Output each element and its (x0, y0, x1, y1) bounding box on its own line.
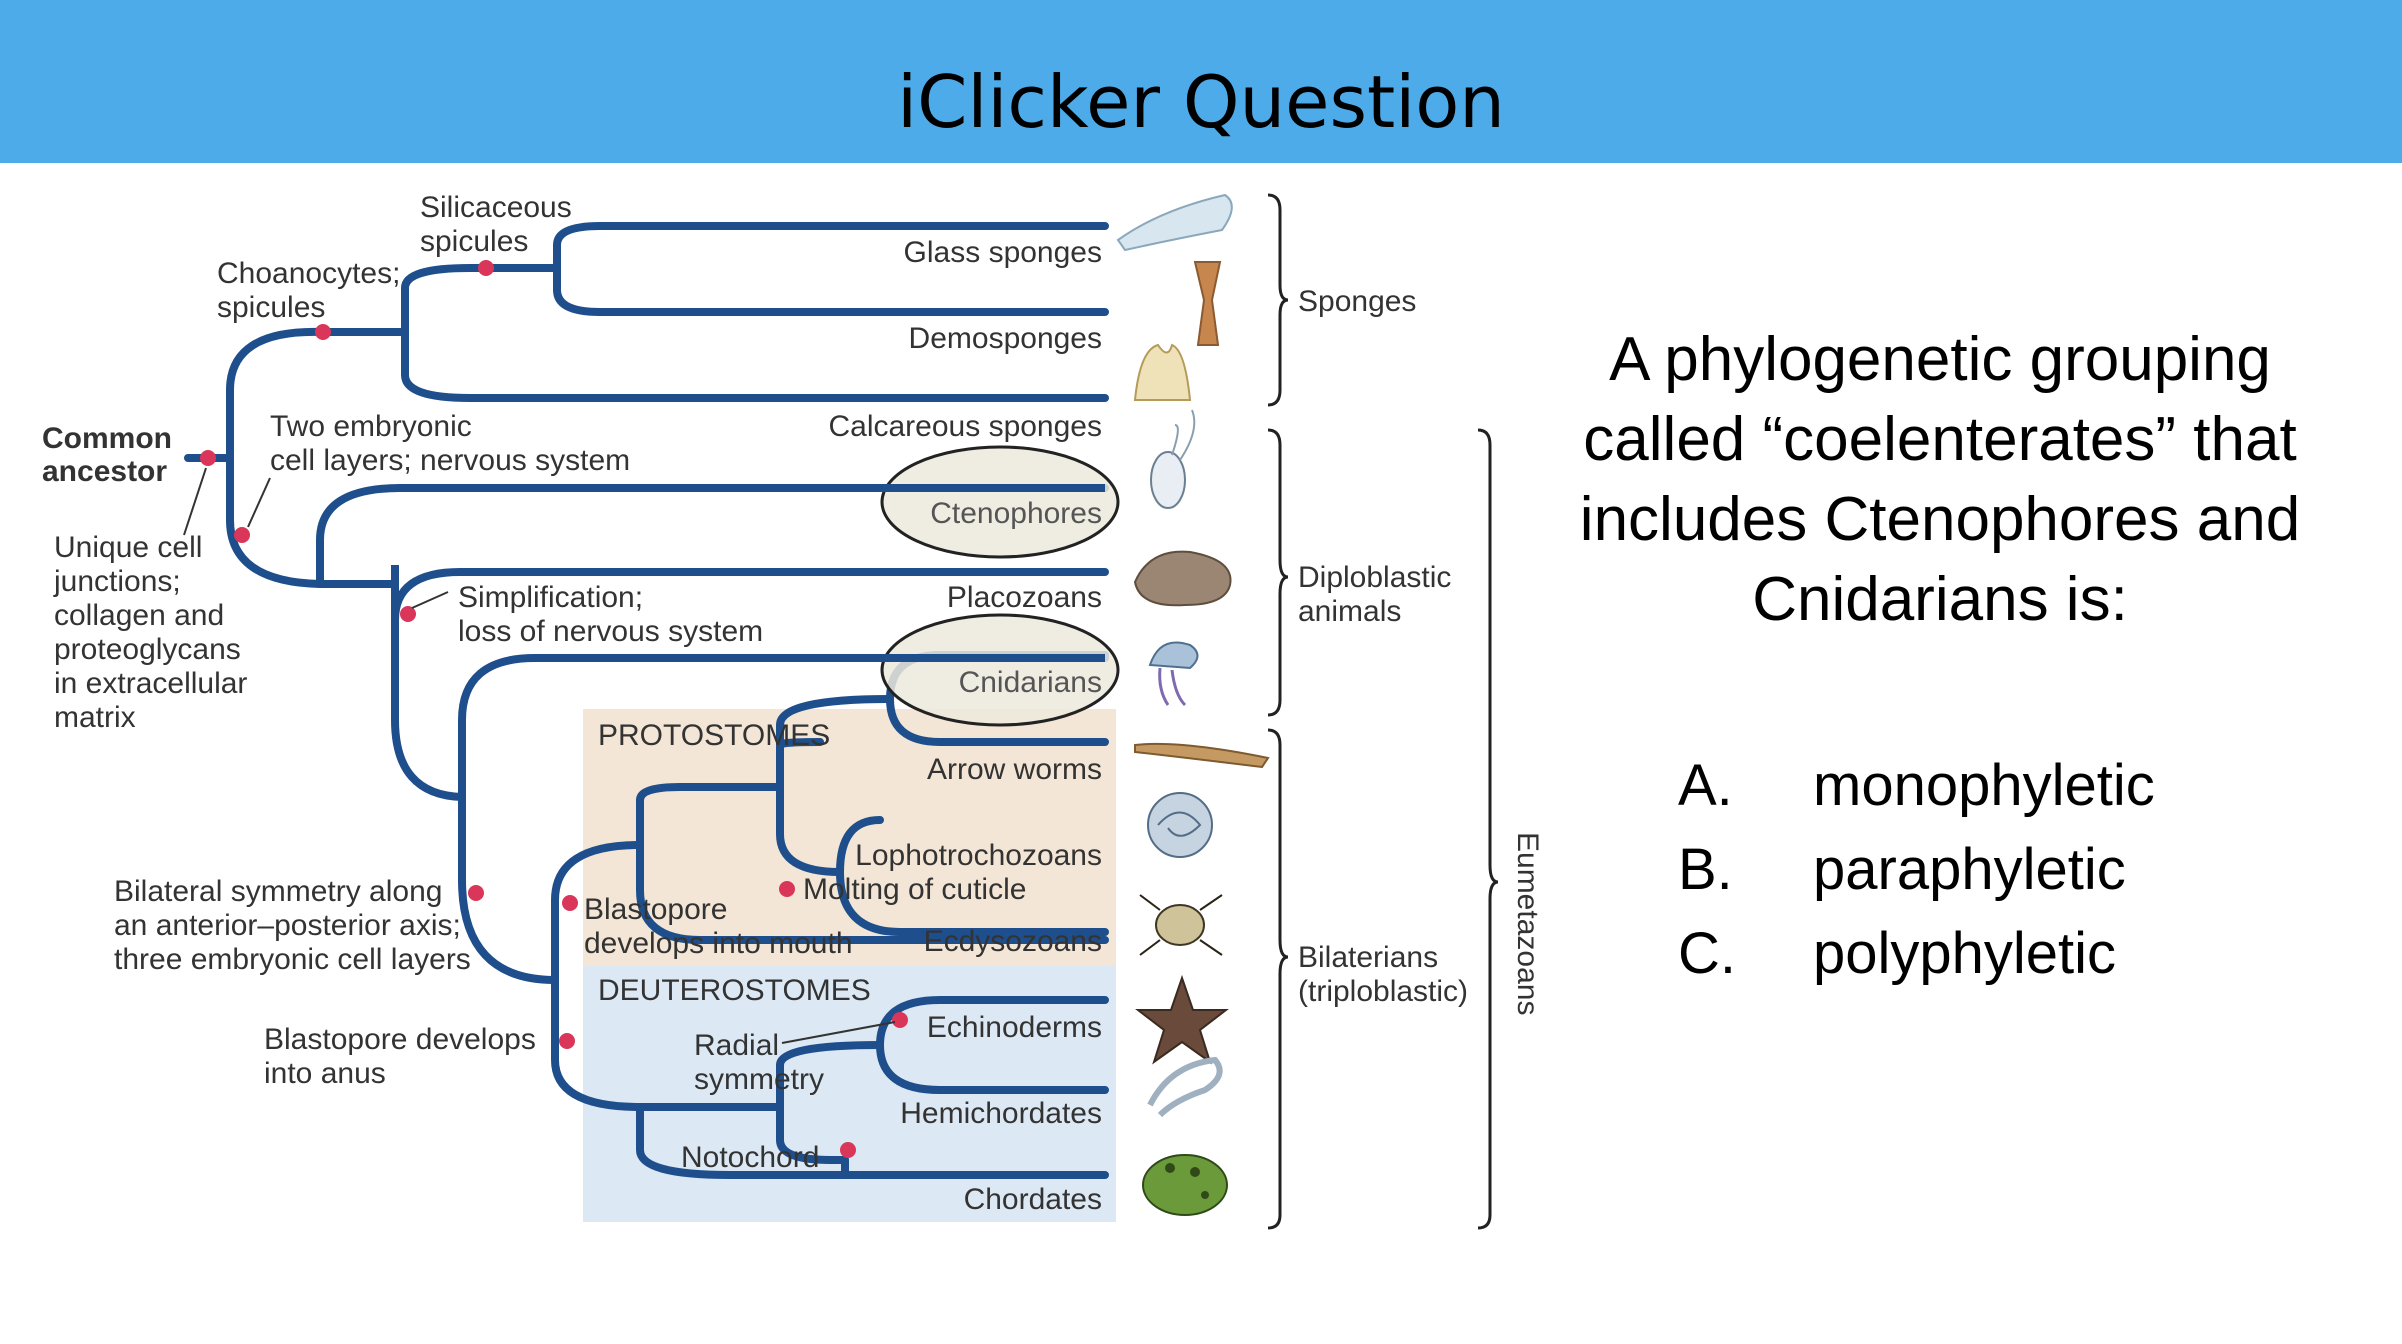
node-notochord (840, 1142, 856, 1158)
taxon-hemichordates: Hemichordates (900, 1097, 1102, 1130)
silicaceous-label: Silicaceous spicules (420, 191, 580, 258)
blastopore-anus-label: Blastopore develops into anus (264, 1023, 544, 1090)
simplification-label: Simplification; loss of nervous system (458, 581, 763, 648)
option-letter: A. (1678, 753, 1733, 818)
node-two-layers (234, 527, 250, 543)
frog-icon (1142, 1154, 1228, 1216)
acorn-worm-icon (1147, 1056, 1223, 1118)
node-bilateral (468, 885, 484, 901)
taxon-demosponges: Demosponges (909, 322, 1102, 355)
cnidarian-icon (1148, 641, 1199, 707)
common-ancestor-label: Common ancestor (42, 422, 180, 488)
molting-label: Molting of cuticle (803, 873, 1026, 906)
node-simplification (400, 606, 416, 622)
taxon-glass-sponges: Glass sponges (904, 236, 1102, 269)
option-letter: B. (1678, 837, 1733, 902)
node-molting (779, 881, 795, 897)
ctenophores-highlight (880, 445, 1120, 559)
node-choanocytes (315, 324, 331, 340)
placozoan-icon (1133, 550, 1232, 607)
taxon-cnidarians: Cnidarians (959, 666, 1102, 699)
question-text: A phylogenetic grouping called “coelente… (1579, 325, 2301, 634)
radial-label: Radial symmetry (694, 1029, 824, 1096)
notochord-label: Notochord (681, 1141, 819, 1174)
option-label: polyphyletic (1813, 921, 2117, 986)
beetle-icon (1139, 894, 1223, 956)
node-blastopore-mouth (562, 895, 578, 911)
arrow-worm-icon (1134, 742, 1270, 769)
taxon-calcareous-sponges: Calcareous sponges (828, 410, 1102, 443)
cnidarians-highlight (880, 613, 1120, 727)
title-bar (0, 0, 2402, 163)
node-silicaceous (478, 260, 494, 276)
group-diploblastic: Diploblastic animals (1298, 561, 1460, 628)
root-note-label: Unique cell junctions; collagen and prot… (53, 531, 256, 734)
deuterostomes-label: DEUTEROSTOMES (598, 974, 871, 1007)
taxon-chordates: Chordates (964, 1183, 1102, 1216)
slide-title: iClicker Question (897, 60, 1505, 144)
phylogenetic-tree: Common ancestor Unique cell junctions; c… (42, 191, 1544, 1230)
option-label: paraphyletic (1813, 837, 2126, 902)
group-bilaterians: Bilaterians (triploblastic) (1298, 941, 1468, 1008)
option-label: monophyletic (1813, 753, 2155, 818)
taxon-arrow-worms: Arrow worms (927, 753, 1102, 786)
taxon-illustrations (1116, 193, 1270, 1216)
option-letter: C. (1678, 921, 1736, 986)
sea-star-icon (1135, 974, 1229, 1065)
group-brackets (1267, 193, 1499, 1230)
node-markers (200, 260, 908, 1158)
calcareous-sponge-icon (1133, 343, 1192, 401)
group-eumetazoans: Eumetazoans (1511, 832, 1544, 1015)
blastopore-mouth-label: Blastopore develops into mouth (584, 893, 853, 960)
taxon-placozoans: Placozoans (947, 581, 1102, 614)
choanocytes-label: Choanocytes; spicules (217, 257, 409, 324)
demosponge-icon (1193, 261, 1222, 346)
node-blastopore-anus (559, 1033, 575, 1049)
leader-lines (183, 467, 896, 1044)
taxon-lophotrochozoans: Lophotrochozoans (855, 839, 1102, 872)
taxon-ecdysozoans: Ecdysozoans (924, 925, 1102, 958)
two-layers-label: Two embryonic cell layers; nervous syste… (270, 410, 630, 477)
group-sponges: Sponges (1298, 285, 1416, 318)
node-common-ancestor (200, 450, 216, 466)
taxon-ctenophores: Ctenophores (930, 497, 1102, 530)
glass-sponge-icon (1116, 193, 1233, 252)
nautilus-icon (1147, 792, 1213, 858)
node-radial (892, 1012, 908, 1028)
ctenophore-icon (1150, 409, 1196, 509)
bilateral-label: Bilateral symmetry along an anterior–pos… (114, 875, 471, 976)
protostomes-label: PROTOSTOMES (598, 719, 830, 752)
taxon-echinoderms: Echinoderms (927, 1011, 1102, 1044)
